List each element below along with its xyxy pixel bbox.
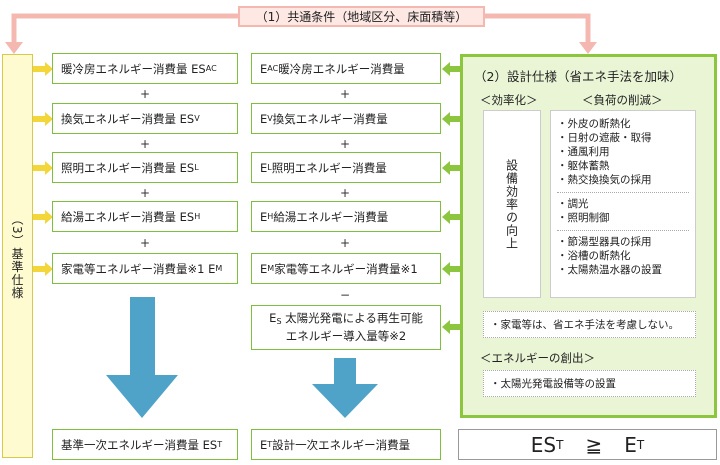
energy-creation-item: ・太陽光発電設備等の設置 — [490, 377, 616, 390]
common-arrow-left — [5, 42, 23, 54]
common-conditions-label: （1）共通条件（地域区分、床面積等） — [255, 10, 468, 24]
plus-sign: + — [339, 236, 351, 250]
blue-arrow-left — [106, 297, 178, 418]
efficiency-text: 設備効率の向上 — [504, 158, 519, 250]
divider — [557, 192, 689, 193]
yellow-arrows — [33, 62, 53, 276]
plus-sign: + — [339, 186, 351, 200]
plus-sign: + — [139, 236, 151, 250]
common-arrow-right — [579, 42, 597, 54]
efficiency-header: ＜効率化＞ — [480, 93, 538, 107]
plus-sign: + — [339, 87, 351, 101]
solar-generation-box: ES 太陽光発電による再生可能 エネルギー導入量等※2 — [251, 305, 441, 350]
standard-spec-box: （3）基準仕様 — [2, 54, 33, 458]
divider — [557, 230, 689, 231]
plus-sign: + — [139, 186, 151, 200]
energy-creation-header: ＜エネルギーの創出＞ — [480, 351, 595, 365]
green-arrows — [442, 62, 460, 334]
design-spec-title: （2）設計仕様（省エネ手法を加味） — [474, 69, 682, 84]
plus-sign: + — [139, 87, 151, 101]
comparison-rhs: E — [624, 432, 637, 457]
energy-creation-box: ・太陽光発電設備等の設置 — [483, 370, 696, 397]
comparison-operator: ≧ — [585, 432, 603, 457]
comparison-lhs: ES — [530, 432, 557, 457]
plus-sign: + — [339, 137, 351, 151]
load-reduction-box: ・外皮の断熱化 ・日射の遮蔽・取得 ・通風利用 ・躯体蓄熱 ・熱交換換気の採用 … — [550, 110, 696, 298]
common-connector-line — [11, 13, 591, 44]
standard-spec-label: （3）基準仕様 — [10, 212, 24, 300]
common-conditions-box: （1）共通条件（地域区分、床面積等） — [238, 6, 485, 27]
blue-arrow-mid — [312, 358, 378, 418]
appliance-note: ・家電等は、省エネ手法を考慮しない。 — [490, 318, 679, 331]
minus-sign: − — [339, 288, 351, 302]
appliance-note-box: ・家電等は、省エネ手法を考慮しない。 — [483, 311, 696, 338]
plus-sign: + — [139, 137, 151, 151]
efficiency-box: 設備効率の向上 — [483, 110, 541, 298]
load-reduction-header: ＜負荷の削減＞ — [582, 93, 663, 107]
